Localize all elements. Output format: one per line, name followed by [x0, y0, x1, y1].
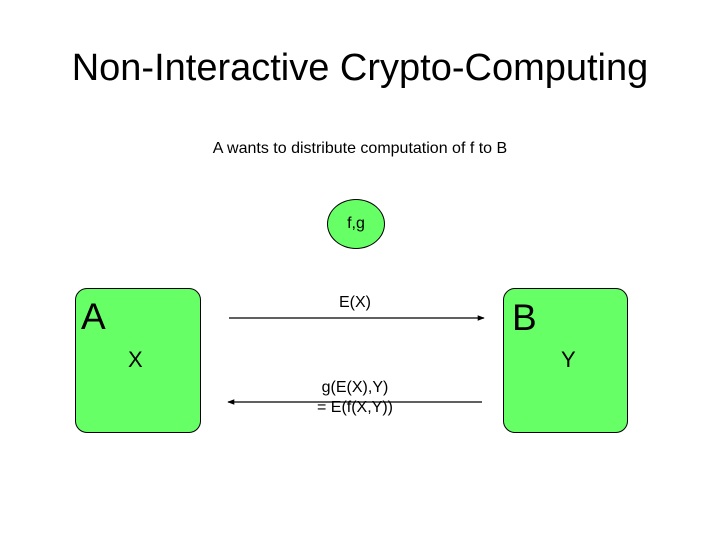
- party-b-box: B Y: [503, 288, 628, 433]
- backward-message-line2: = E(f(X,Y)): [316, 399, 393, 416]
- backward-message-line1: g(E(X),Y): [321, 379, 389, 396]
- function-node: f,g: [327, 199, 385, 249]
- party-a-variable: X: [128, 347, 143, 372]
- slide-title: Non-Interactive Crypto-Computing: [71, 47, 649, 89]
- forward-message-label: E(X): [339, 294, 371, 311]
- party-b-label: B: [512, 297, 537, 338]
- party-b-variable: Y: [561, 347, 576, 372]
- slide-subtitle: A wants to distribute computation of f t…: [212, 140, 508, 157]
- party-a-label: A: [81, 296, 106, 337]
- function-node-label: f,g: [347, 215, 365, 232]
- backward-message-label: g(E(X),Y) = E(f(X,Y)): [270, 378, 440, 418]
- party-a-box: A X: [75, 288, 201, 433]
